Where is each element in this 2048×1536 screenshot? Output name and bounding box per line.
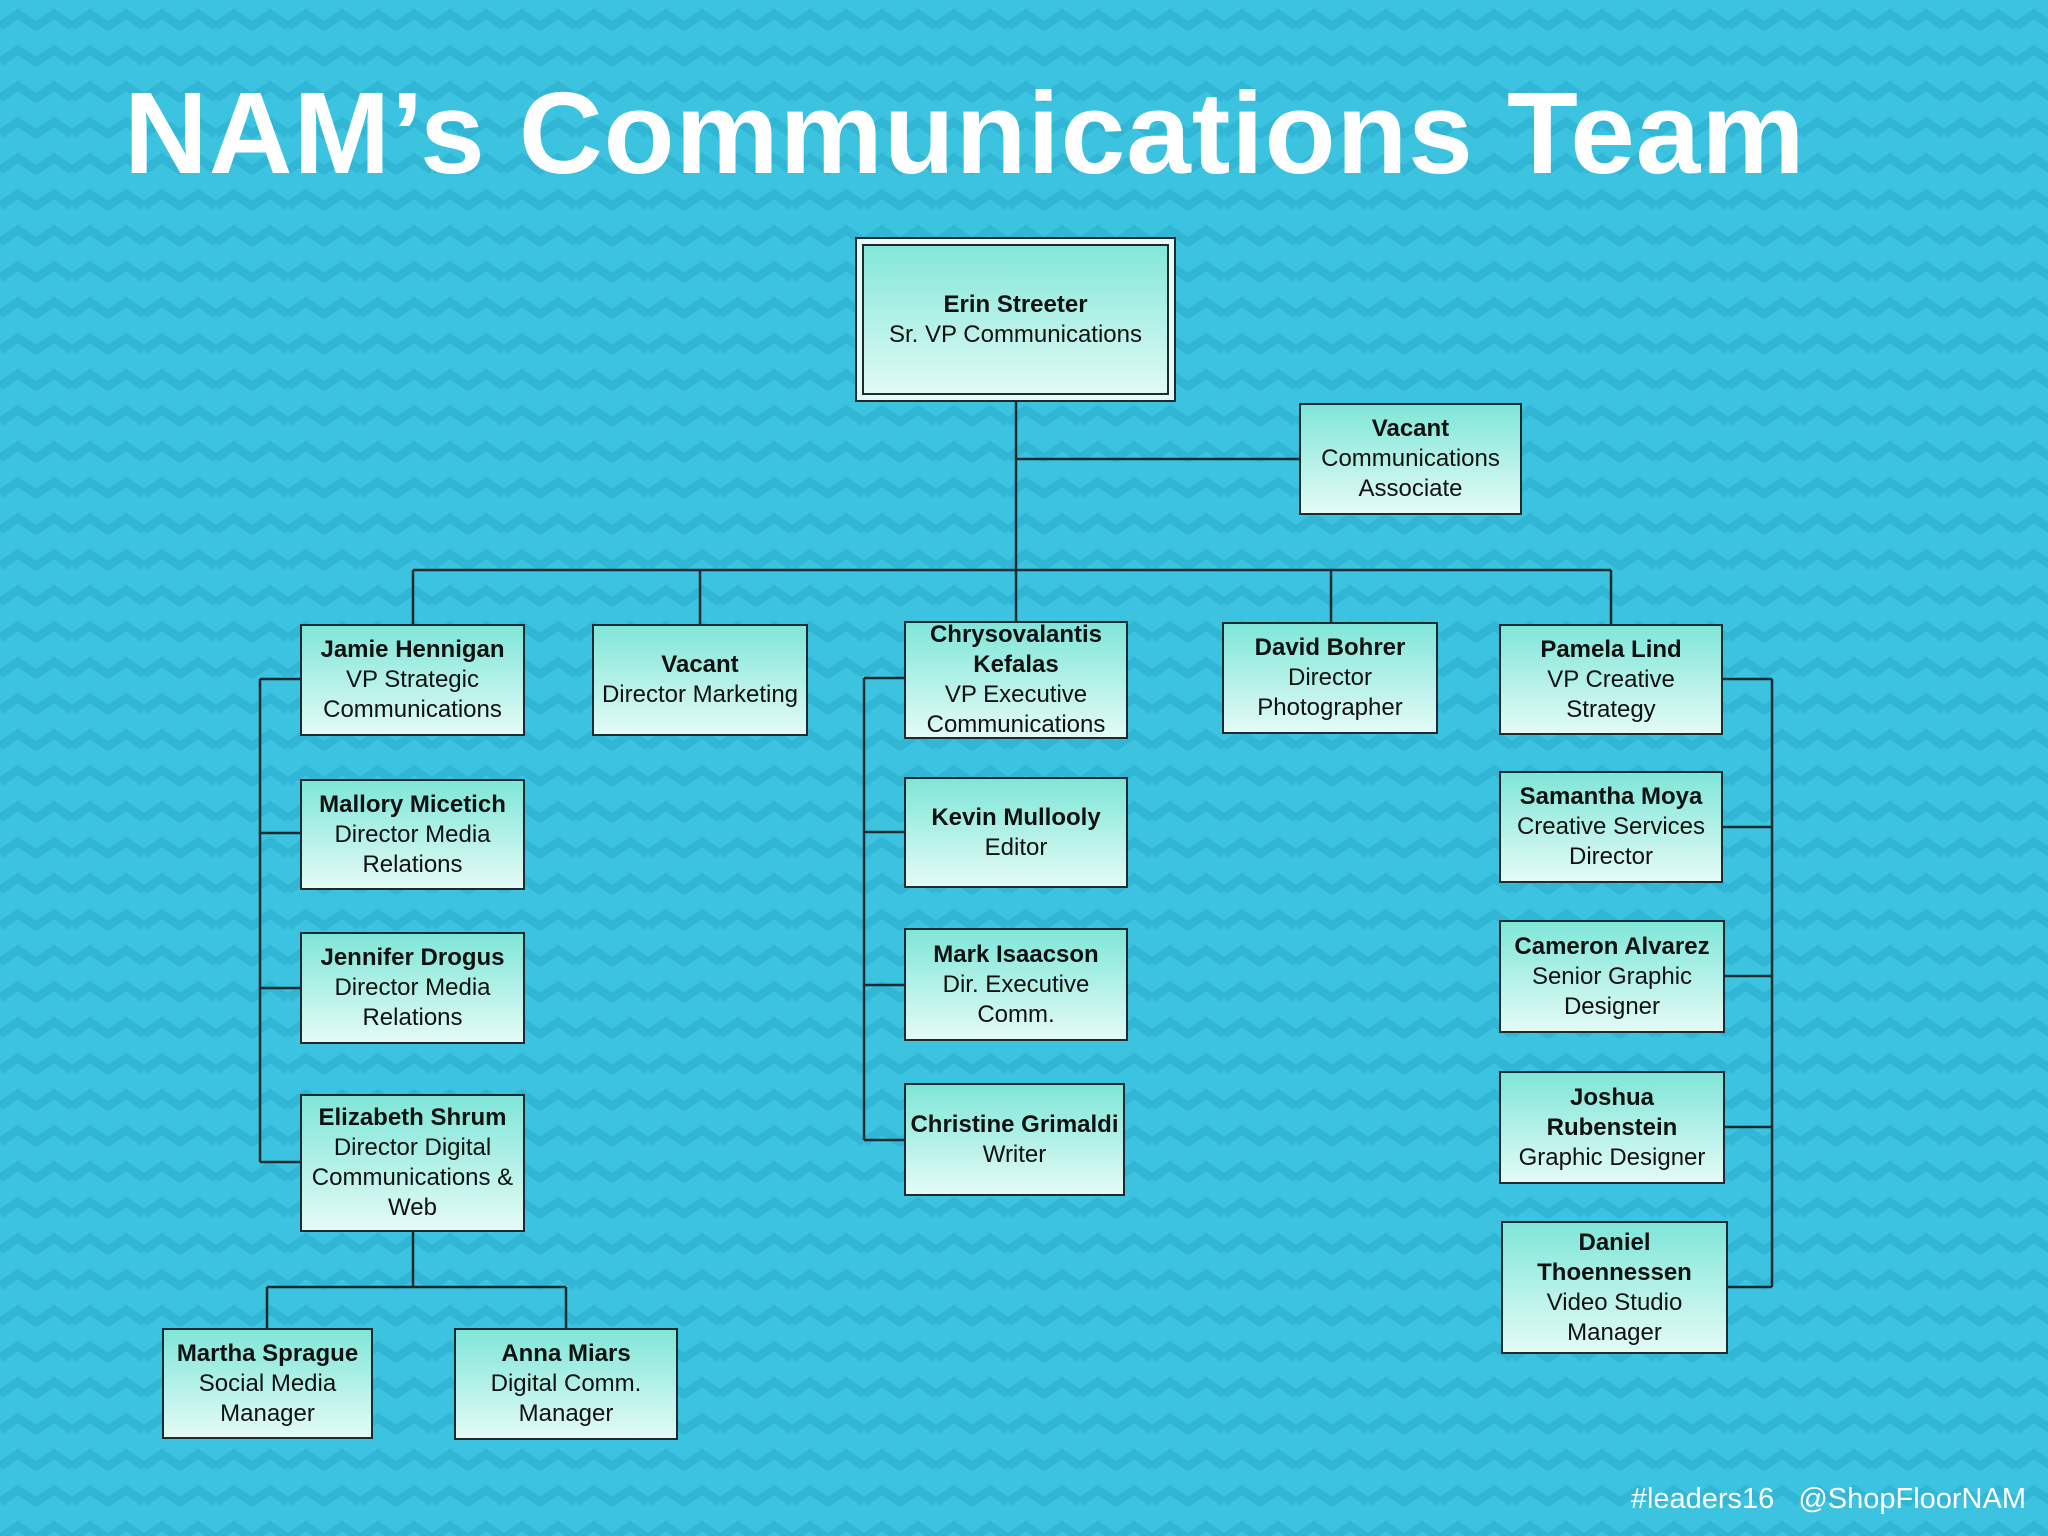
twitter-handle-text: @ShopFloorNAM <box>1798 1483 2026 1515</box>
person-role: VP Executive Communications <box>926 681 1106 738</box>
org-box-elizabeth-shrum: Elizabeth Shrum Director Digital Communi… <box>300 1094 525 1232</box>
person-role: Director Media Relations <box>334 974 491 1031</box>
person-name: Mallory Micetich <box>319 790 506 818</box>
person-role: VP Strategic Communications <box>323 666 502 723</box>
org-box-vacant-director-marketing: Vacant Director Marketing <box>592 624 808 736</box>
person-name: Jamie Hennigan <box>320 636 505 663</box>
person-name: Anna Miars <box>501 1340 631 1367</box>
person-role: Sr. VP Communications <box>889 320 1142 348</box>
org-box-pamela-lind: Pamela Lind VP Creative Strategy <box>1499 624 1723 735</box>
person-name: Chrysovalantis Kefalas <box>929 621 1103 678</box>
org-box-cameron-alvarez: Cameron Alvarez Senior Graphic Designer <box>1499 920 1725 1033</box>
person-role: Writer <box>982 1140 1047 1168</box>
person-name: Elizabeth Shrum <box>318 1104 507 1131</box>
org-box-david-bohrer: David Bohrer Director Photographer <box>1222 622 1438 734</box>
person-name: Kevin Mullooly <box>931 803 1101 831</box>
person-name: Samantha Moya <box>1519 783 1703 810</box>
org-box-mark-isaacson: Mark Isaacson Dir. Executive Comm. <box>904 928 1128 1041</box>
person-role: Graphic Designer <box>1518 1143 1706 1171</box>
person-role: Creative Services Director <box>1516 813 1706 870</box>
person-name: David Bohrer <box>1254 634 1406 661</box>
org-box-jennifer-drogus: Jennifer Drogus Director Media Relations <box>300 932 525 1044</box>
person-name: Daniel Thoennessen <box>1537 1228 1692 1286</box>
org-box-martha-sprague: Martha Sprague Social Media Manager <box>162 1328 373 1439</box>
person-name: Vacant <box>661 651 739 678</box>
person-role: Editor <box>984 833 1048 861</box>
org-box-vacant-communications-associate: Vacant Communications Associate <box>1299 403 1522 515</box>
person-name: Mark Isaacson <box>933 940 1099 968</box>
org-box-kevin-mullooly: Kevin Mullooly Editor <box>904 777 1128 888</box>
person-name: Martha Sprague <box>176 1339 359 1367</box>
org-box-anna-miars: Anna Miars Digital Comm. Manager <box>454 1328 678 1440</box>
person-role: Video Studio Manager <box>1546 1288 1683 1346</box>
person-role: Director Media Relations <box>334 820 491 878</box>
person-name: Joshua Rubenstein <box>1546 1083 1678 1141</box>
org-box-chrysovalantis-kefalas: Chrysovalantis Kefalas VP Executive Comm… <box>904 621 1128 739</box>
org-box-erin-streeter: Erin Streeter Sr. VP Communications <box>855 237 1176 402</box>
person-role: Social Media Manager <box>198 1369 337 1427</box>
person-name: Jennifer Drogus <box>320 944 505 971</box>
person-role: Senior Graphic Designer <box>1531 962 1693 1020</box>
org-box-joshua-rubenstein: Joshua Rubenstein Graphic Designer <box>1499 1071 1725 1184</box>
org-box-samantha-moya: Samantha Moya Creative Services Director <box>1499 771 1723 883</box>
footer: #leaders16 @ShopFloorNAM <box>1607 1483 2026 1516</box>
person-name: Pamela Lind <box>1540 635 1682 663</box>
person-name: Cameron Alvarez <box>1514 932 1710 960</box>
page-title: NAM’s Communications Team <box>124 68 1806 198</box>
person-name: Christine Grimaldi <box>910 1110 1119 1138</box>
org-box-daniel-thoennessen: Daniel Thoennessen Video Studio Manager <box>1501 1221 1728 1354</box>
org-box-mallory-micetich: Mallory Micetich Director Media Relation… <box>300 779 525 890</box>
person-role: VP Creative Strategy <box>1547 665 1675 723</box>
person-name: Erin Streeter <box>943 290 1088 318</box>
person-role: Director Photographer <box>1257 664 1403 721</box>
org-box-jamie-hennigan: Jamie Hennigan VP Strategic Communicatio… <box>300 624 525 736</box>
person-role: Director Marketing <box>601 681 799 708</box>
person-role: Communications Associate <box>1321 445 1500 502</box>
person-name: Vacant <box>1371 415 1450 442</box>
org-box-christine-grimaldi: Christine Grimaldi Writer <box>904 1083 1125 1196</box>
hashtag-text: #leaders16 <box>1630 1483 1775 1515</box>
person-role: Director Digital Communications & Web <box>311 1134 514 1221</box>
person-role: Digital Comm. Manager <box>490 1370 642 1427</box>
person-role: Dir. Executive Comm. <box>942 970 1090 1028</box>
